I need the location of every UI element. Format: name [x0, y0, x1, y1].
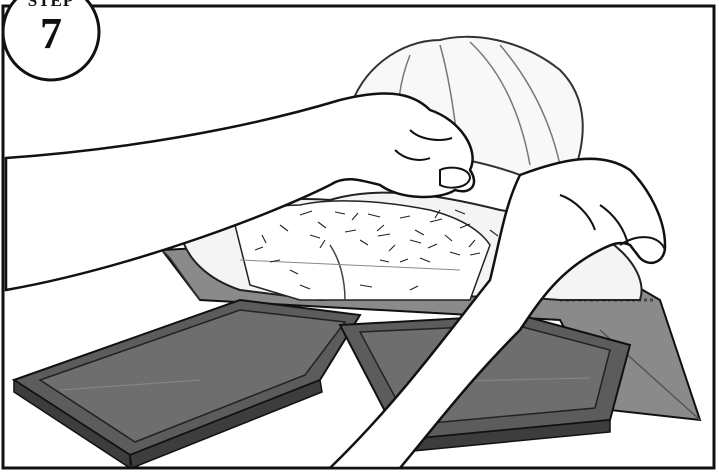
step-number: 7 — [4, 9, 98, 59]
